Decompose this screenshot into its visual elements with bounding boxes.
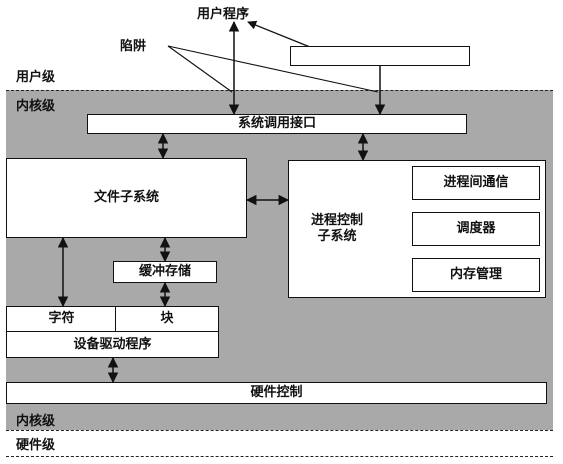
user-level-label: 用户级: [16, 70, 56, 85]
hardware-bottom-boundary: [6, 456, 553, 457]
block-box: 块: [115, 306, 219, 332]
process-control-label: 进程控制 子系统: [311, 213, 364, 244]
hardware-level-label: 硬件级: [16, 438, 56, 453]
kernel-hardware-boundary: [6, 430, 553, 431]
arrow-userprog-library: [247, 20, 311, 48]
kernel-level-top-label: 内核级: [16, 99, 56, 114]
file-subsystem-box: 文件子系统: [6, 158, 247, 238]
trap-line-2: [167, 45, 379, 93]
user-kernel-boundary: [6, 90, 553, 91]
hardware-control-box: 硬件控制: [6, 382, 547, 404]
memory-mgmt-box: 内存管理: [412, 258, 540, 292]
user-program-label: 用户程序: [197, 7, 250, 22]
trap-line-1: [167, 45, 233, 93]
trap-label: 陷阱: [120, 39, 147, 54]
library-box: [290, 46, 470, 66]
device-drivers-box: 设备驱动程序: [6, 331, 219, 358]
char-box: 字符: [6, 306, 117, 332]
syscall-interface-box: 系统调用接口: [87, 114, 467, 134]
ipc-box: 进程间通信: [412, 166, 540, 200]
kernel-level-bottom-label: 内核级: [16, 414, 56, 429]
buffer-cache-box: 缓冲存储: [113, 261, 217, 283]
scheduler-box: 调度器: [412, 212, 540, 246]
